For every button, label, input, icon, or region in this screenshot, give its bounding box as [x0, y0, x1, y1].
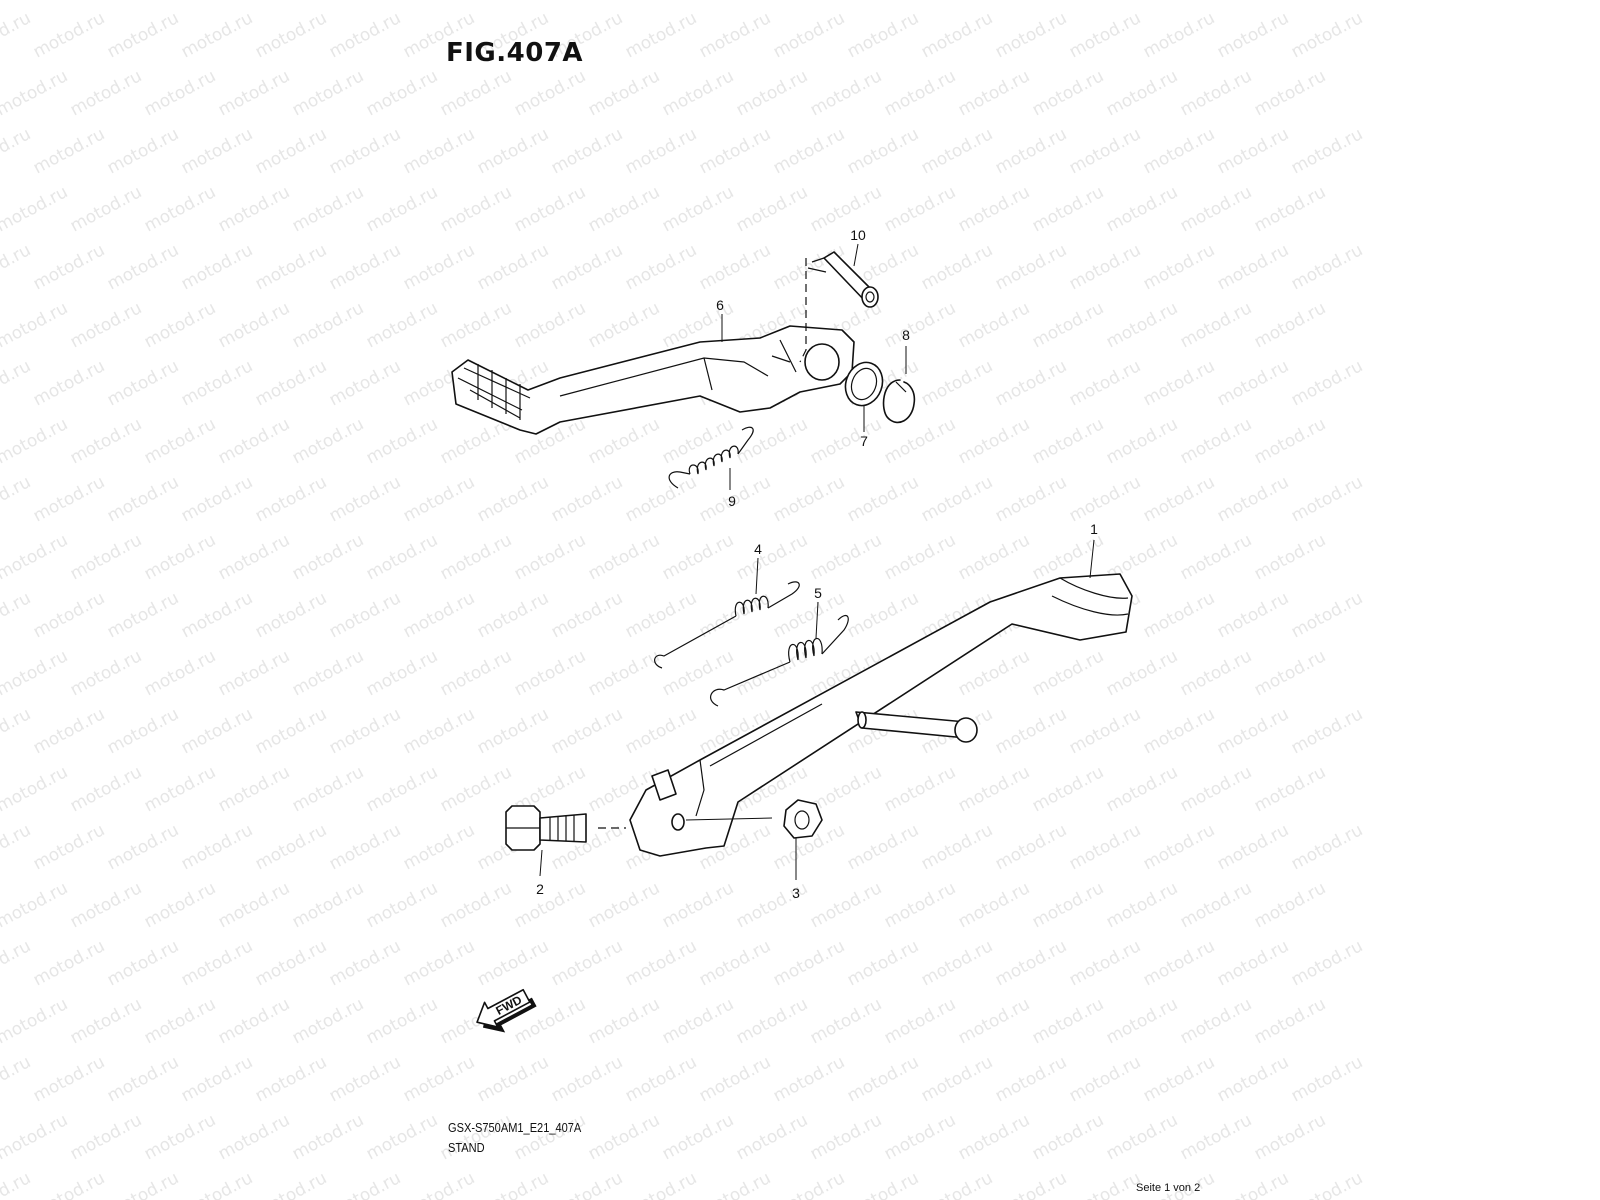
- callout-5: 5: [814, 585, 822, 601]
- part-side-stand: [629, 573, 1133, 857]
- part-washer: [844, 361, 884, 407]
- callout-1: 1: [1090, 521, 1098, 537]
- part-pivot-bolt: [799, 251, 879, 363]
- model-code: GSX-S750AM1_E21_407A: [448, 1120, 582, 1135]
- figure-title: FIG.407A: [446, 38, 584, 68]
- callout-labels: 1 2 3 4 5 6 7 8 9 10: [536, 227, 1098, 901]
- leader-lines: [539, 243, 1095, 880]
- part-pedal-spring: [668, 426, 754, 489]
- section-name: STAND: [448, 1140, 485, 1155]
- callout-2: 2: [536, 881, 544, 897]
- callout-4: 4: [754, 541, 762, 557]
- part-circlip: [882, 379, 916, 424]
- part-stand-bolt: [505, 805, 626, 851]
- part-stand-spring-large: [709, 615, 849, 707]
- callout-10: 10: [850, 227, 866, 243]
- page-label: Seite 1 von 2: [1136, 1182, 1201, 1194]
- callout-9: 9: [728, 493, 736, 509]
- callout-7: 7: [860, 433, 868, 449]
- part-pedal: [451, 325, 855, 435]
- part-stand-spring-small: [654, 581, 800, 669]
- callout-3: 3: [792, 885, 800, 901]
- callout-8: 8: [902, 327, 910, 343]
- fwd-arrow-icon: FWD: [476, 988, 537, 1033]
- part-stand-nut: [783, 799, 823, 839]
- callout-6: 6: [716, 297, 724, 313]
